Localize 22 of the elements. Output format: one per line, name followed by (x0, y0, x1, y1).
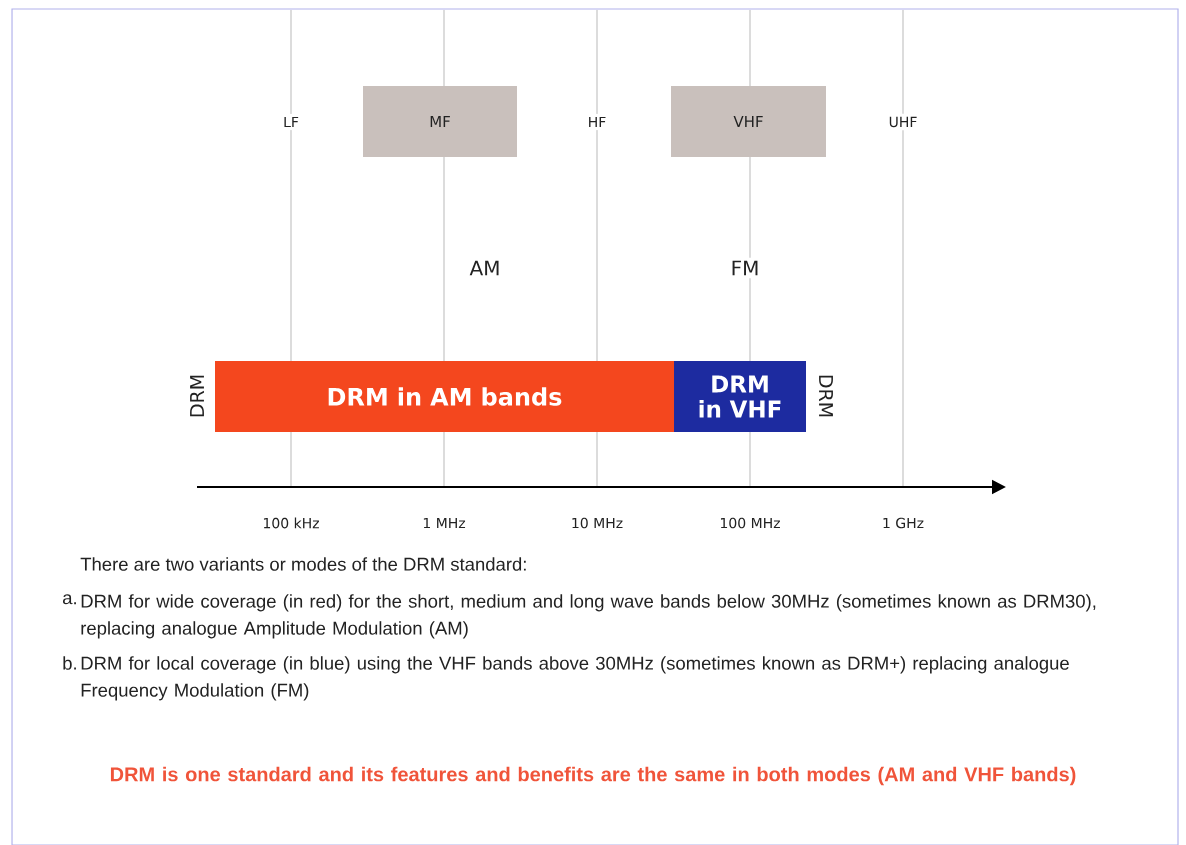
summary-text: DRM is one standard and its features and benefits are the same in both modes (AM and VHF bands) (110, 766, 1076, 786)
tick-label: 10 MHz (572, 517, 623, 529)
band-box: VHF (671, 86, 826, 157)
list-item: DRM for wide coverage (in red) for the short, medium and long wave bands below 30MHz (sometimes known as DRM30), replacing analogue Amplitude Modulation (AM) (81, 594, 1096, 639)
list-marker: b. (63, 656, 76, 670)
modulation-label: AM (466, 257, 504, 279)
tick-label: 1 GHz (883, 517, 924, 529)
tick-label: 1 MHz (423, 517, 466, 529)
side-label: DRM (190, 375, 204, 417)
band-label: LF (280, 113, 302, 131)
intro-text: There are two variants or modes of the DRM standard: (80, 557, 526, 571)
band-label: HF (584, 113, 610, 131)
band-box: MF (363, 86, 517, 157)
tick-label: 100 kHz (263, 517, 319, 529)
modulation-label: FM (727, 257, 763, 279)
list-item: DRM for local coverage (in blue) using the VHF bands above 30MHz (sometimes known as DRM+) replacing analogue Frequency Modulation (FM) (81, 656, 1069, 701)
coverage-bar: DRM in AM bands (215, 361, 674, 432)
side-label: DRM (819, 375, 833, 417)
list-marker: a. (63, 594, 76, 605)
coverage-bar: DRM in VHF (674, 361, 806, 432)
tick-label: 100 MHz (721, 517, 780, 529)
band-label: UHF (885, 113, 921, 131)
